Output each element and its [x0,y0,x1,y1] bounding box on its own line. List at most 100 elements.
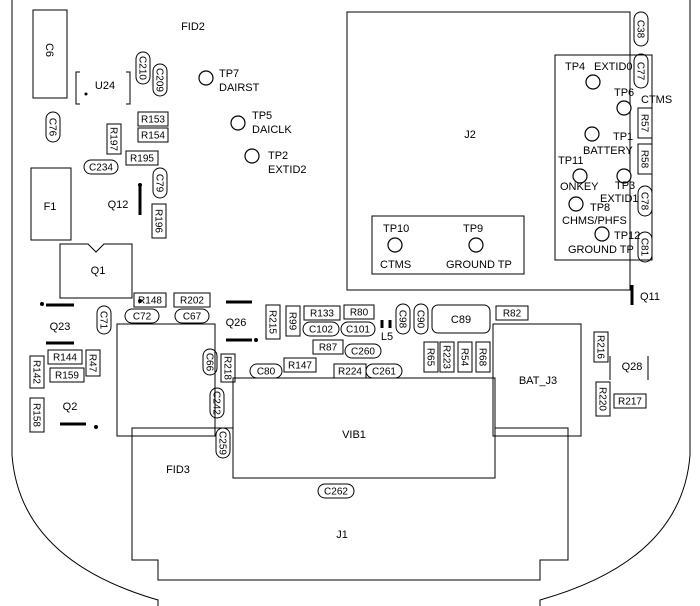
component-r54: R54 [457,341,473,373]
left-connector-outline [116,323,216,437]
r159-outline [49,367,85,383]
j1-outline [131,377,569,581]
c90-outline [413,303,429,335]
r158-label: R158 [31,403,42,427]
r195-outline [125,150,159,166]
bat-j3-outline [492,323,582,437]
r47-outline [85,349,101,377]
testpoint-net: EXTID0 [594,61,633,73]
r68-outline [475,341,491,373]
c89-label: C89 [451,314,471,326]
testpoint-pad [568,196,584,212]
c76-label: C76 [47,118,58,137]
c81-label: C81 [639,238,650,257]
c98-outline [395,303,411,335]
r142-label: R142 [31,360,42,384]
r47-label: R47 [87,354,98,373]
label-fid3: FID3 [166,464,190,476]
testpoint-net: EXTID1 [600,193,639,205]
r148-label: R148 [138,296,162,307]
r147-label: R147 [288,361,312,372]
r153-label: R153 [141,115,165,126]
testpoint-net: EXTID2 [268,164,307,176]
c6-label: C6 [43,43,55,57]
testpoint-pad [584,126,600,142]
component-c90: C90 [413,303,429,335]
r154-outline [137,127,169,143]
component-r153: R153 [137,111,169,127]
label-q2: Q2 [63,401,78,413]
r224-label: R224 [338,367,362,378]
c81-outline [637,231,653,263]
c259-outline [215,427,231,459]
component-c79: C79 [152,167,168,199]
label-q1: Q1 [91,265,106,277]
c101-label: C101 [346,325,370,336]
r223-label: R223 [441,345,452,369]
component-r58: R58 [637,143,653,175]
component-c242: C242 [209,387,225,419]
r224-outline [333,363,367,379]
component-c262: C262 [317,483,355,499]
testpoint-net: CTMS [380,259,411,271]
label-bat-j3: BAT_J3 [519,375,557,387]
c98-label: C98 [397,310,408,329]
r65-outline [423,341,439,373]
component-r196: R196 [151,203,167,239]
r57-outline [637,107,653,139]
r153-outline [137,111,169,127]
label-q11: Q11 [640,291,660,303]
c66-outline [202,348,218,376]
testpoint-id: TP2 [268,150,288,162]
component-r82: R82 [495,305,529,321]
u24-pin1-dot [84,92,88,96]
component-c67: C67 [174,308,210,324]
pin1-dot [40,302,44,306]
component-c234: C234 [83,159,119,175]
r133-label: R133 [310,309,334,320]
testpoint-pad [572,168,588,184]
r218-label: R218 [222,356,233,380]
label-fid2: FID2 [181,21,205,33]
c262-outline [317,483,355,499]
c259-label: C259 [217,431,228,455]
component-r99: R99 [285,305,301,337]
component-c72: C72 [124,308,160,324]
r217-outline [613,393,647,409]
r54-outline [457,341,473,373]
component-r220: R220 [595,381,611,417]
testpoint-pad [616,168,632,184]
r202-outline [173,292,211,308]
r195-label: R195 [130,154,154,165]
r142-outline [29,355,45,389]
c66-label: C66 [204,353,215,372]
component-r195: R195 [125,150,159,166]
component-c101: C101 [340,321,376,337]
component-c71: C71 [96,305,112,335]
component-r65: R65 [423,341,439,373]
pin1-dot [138,299,142,303]
r80-outline [343,304,375,320]
r154-label: R154 [141,131,165,142]
component-r224: R224 [333,363,367,379]
r197-label: R197 [108,127,119,151]
r80-label: R80 [350,308,369,319]
c78-outline [637,185,653,217]
testpoint-pad [616,100,632,116]
c79-label: C79 [154,174,165,193]
r223-outline [439,341,455,373]
pin1-dot [94,425,98,429]
c72-outline [124,308,160,324]
r148-outline [133,292,167,308]
c102-label: C102 [309,325,333,336]
r54-label: R54 [459,348,470,367]
testpoint-id: TP9 [463,223,483,235]
c71-outline [96,305,112,335]
r215-label: R215 [267,310,278,334]
c209-label: C209 [154,68,165,92]
component-r216: R216 [593,331,609,363]
